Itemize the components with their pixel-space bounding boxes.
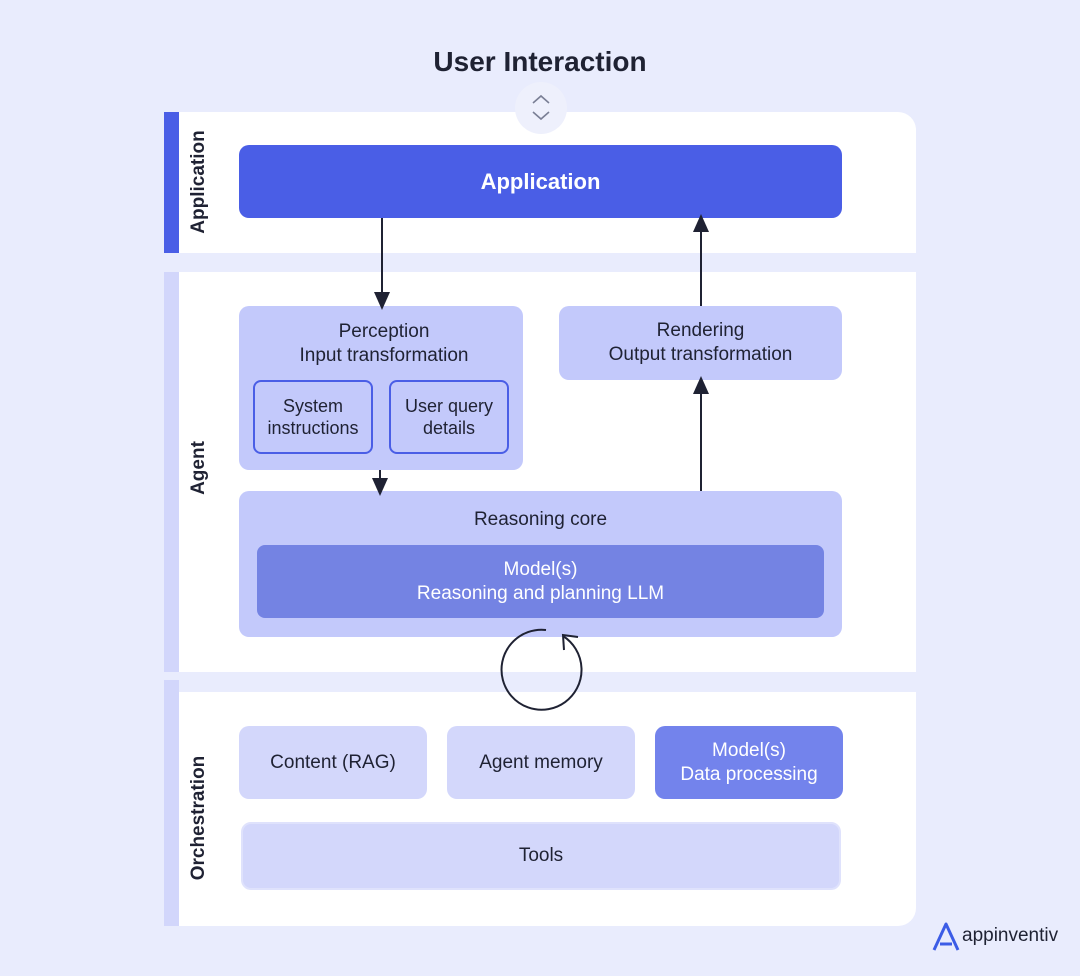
appinventiv-logo-text: appinventiv (962, 925, 1059, 946)
user-query-details-box: User query details (389, 380, 509, 454)
user-interaction-connector (515, 82, 567, 134)
reasoning-model-line1: Model(s) (503, 558, 578, 580)
orchestration-band (164, 680, 179, 926)
data-processing-model-line1: Model(s) (712, 739, 786, 761)
system-instructions-box: System instructions (253, 380, 373, 454)
agent-memory-box: Agent memory (447, 726, 635, 799)
user-query-details-line1: User query (404, 396, 494, 416)
rendering-label: Rendering (656, 320, 745, 341)
rendering-box: Rendering Output transformation (559, 306, 842, 380)
agent-band (164, 272, 179, 672)
perception-title: Perception Input transformation (239, 320, 529, 368)
chevron-down-icon (532, 111, 550, 121)
chevron-up-icon (532, 94, 550, 104)
reasoning-core-title: Reasoning core (473, 509, 608, 530)
system-instructions-line2: instructions (267, 418, 359, 438)
diagram-title: User Interaction (433, 46, 647, 77)
loop-arrow-icon (500, 628, 583, 711)
reasoning-model-box: Model(s) Reasoning and planning LLM (257, 545, 824, 618)
content-rag-box: Content (RAG) (239, 726, 427, 799)
user-query-details-line2: details (422, 418, 476, 438)
application-box: Application (239, 145, 842, 218)
data-processing-model-box: Model(s) Data processing (655, 726, 843, 799)
perception-sublabel: Input transformation (299, 345, 469, 366)
appinventiv-logo-icon (932, 922, 960, 951)
data-processing-model-line2: Data processing (680, 763, 818, 785)
tools-box: Tools (241, 822, 841, 890)
perception-label: Perception (338, 321, 430, 342)
system-instructions-line1: System (282, 396, 343, 416)
application-band (164, 112, 179, 253)
rendering-sublabel: Output transformation (608, 344, 793, 365)
reasoning-model-line2: Reasoning and planning LLM (416, 582, 665, 604)
